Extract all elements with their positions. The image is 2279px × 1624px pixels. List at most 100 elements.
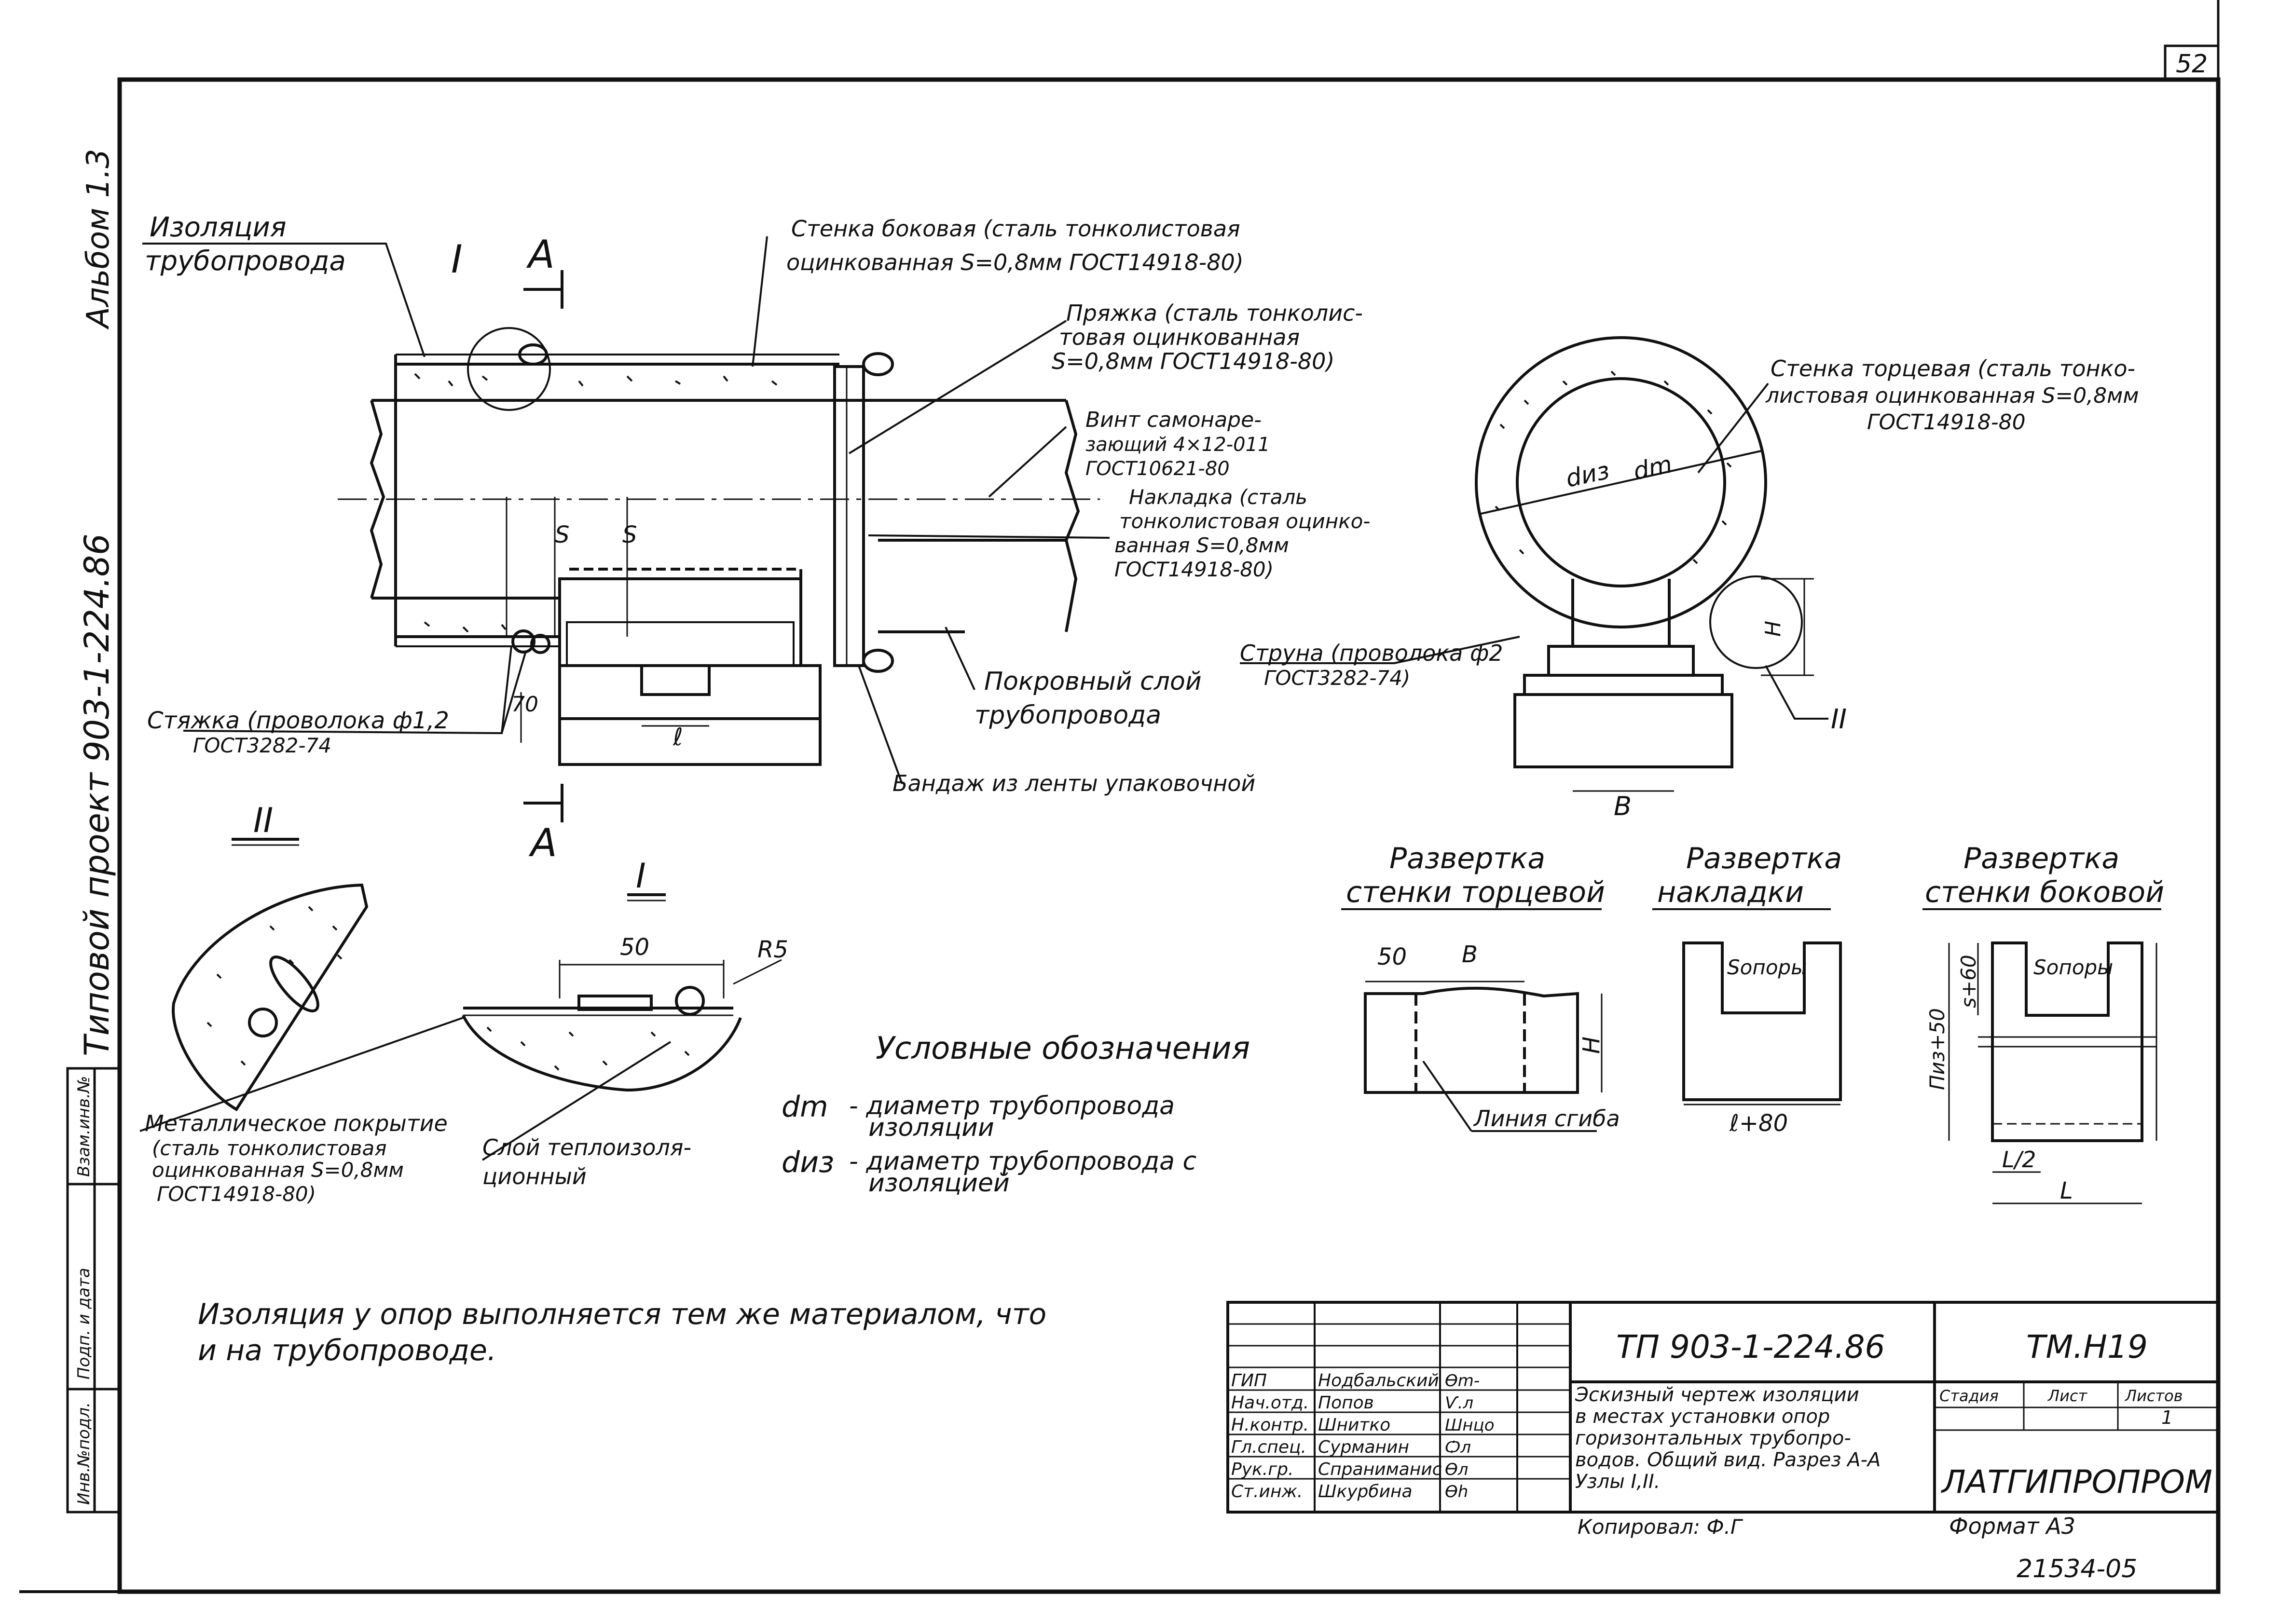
callout-screw-2: зающий 4×12-011 [1085,434,1270,456]
detail-dim-50: 50 [620,934,649,961]
tb-sheets-val: 1 [2161,1407,2173,1428]
dev-end-wall-b: B [1462,941,1478,968]
callout-overlay-1: Накладка (сталь [1129,485,1307,509]
note-line-1: Изоляция у опор выполняется тем же матер… [198,1297,1046,1331]
callout-end-wall-2: листовая оцинкованная S=0,8мм [1765,383,2139,408]
callout-string-2: ГОСТ3282-74) [1264,666,1410,690]
callout-end-wall-3: ГОСТ14918-80 [1867,410,2026,435]
metal-cover-4: ГОСТ14918-80) [157,1182,316,1206]
dev-overlay [1652,908,1842,1105]
mark-s-1: S [555,521,569,548]
dev-end-wall-50: 50 [1377,943,1407,970]
tb-name-1: Нодбальский [1318,1371,1439,1391]
tb-desc-1: Эскизный чертеж изоляции [1575,1384,1859,1406]
tb-name-5: Спраниманис [1318,1460,1442,1479]
callout-screw-3: ГОСТ10621-80 [1085,458,1230,480]
callout-bandage: Бандаж из ленты упаковочной [892,770,1255,796]
label-H-end: H [1761,621,1785,637]
callout-insulation-2: трубопровода [145,246,346,277]
detail-r5: R5 [757,936,788,963]
dev-side-wall-s60: ѕ+60 [1957,955,1980,1008]
legend-diz-text-1: - диаметр трубопровода с [849,1147,1196,1176]
dev-end-wall [1341,908,1603,1132]
metal-cover-1: Металлическое покрытие [145,1110,448,1136]
dim-70: 70 [511,692,538,717]
mark-s-2: S [622,521,637,548]
tb-role-5: Рук.гр. [1231,1460,1293,1479]
callout-overlay-2: тонколистовая оцинко- [1119,509,1370,533]
callout-end-wall-1: Стенка торцевая (сталь тонко- [1771,355,2135,382]
callout-screw-1: Винт самонаре- [1085,408,1262,432]
callout-string-1: Струна (проволока ф2 [1240,640,1503,666]
callout-overlay-3: ванная S=0,8мм [1114,533,1289,557]
callout-cover-2: трубопровода [975,701,1161,730]
left-strip [66,1067,121,1514]
tb-sig-4: Ѻл [1445,1438,1471,1457]
dev-side-wall-l2: L/2 [2002,1146,2036,1173]
dev-end-wall-fold: Линия сгиба [1473,1105,1620,1132]
dev-side-wall-title-2: стенки боковой [1925,875,2164,909]
legend-diz-sym: dиз [782,1146,834,1179]
tb-sheets-hdr: Листов [2125,1387,2183,1405]
project-label: Типовой проект 903-1-224.86 [77,533,117,1056]
note-line-2: и на трубопроводе. [198,1334,496,1367]
format-label: Формат А3 [1949,1513,2075,1539]
tb-name-3: Шнитко [1318,1415,1390,1435]
tb-role-4: Гл.спец. [1231,1437,1306,1457]
strip-inv: Инв.№подл. [74,1402,94,1505]
callout-overlay-4: ГОСТ14918-80) [1114,558,1274,581]
main-pipe-view [142,236,1110,822]
tb-sig-5: Ѳл [1445,1460,1469,1479]
label-I-main: I [451,237,463,282]
dev-side-wall-title-1: Развертка [1963,842,2119,875]
dev-overlay-support: Ѕопоры [1727,955,1807,979]
tb-name-4: Сурманин [1318,1437,1409,1457]
label-B-end: B [1614,791,1632,821]
callout-buckle-2: товая оцинкованная [1059,324,1300,350]
callout-tie-2: ГОСТ3282-74 [193,734,331,757]
dev-overlay-dim: ℓ+80 [1729,1110,1788,1137]
insul-layer-1: Слой теплоизоля- [482,1134,691,1160]
label-II-end: II [1831,704,1847,735]
end-view [1240,336,1828,792]
dev-overlay-title-1: Развертка [1686,842,1842,875]
legend-title: Условные обозначения [876,1031,1250,1066]
tb-name-2: Попов [1318,1393,1374,1413]
tb-name-6: Шкурбина [1318,1482,1413,1501]
callout-buckle-3: S=0,8мм ГОСТ14918-80) [1052,348,1334,374]
tb-stage-hdr: Стадия [1939,1387,1999,1405]
tb-sig-2: Ѵ.л [1445,1393,1473,1413]
tb-role-3: Н.контр. [1231,1415,1309,1435]
dev-side-wall-piz: Пиз+50 [1925,1008,1949,1090]
insul-layer-2: ционный [482,1163,587,1189]
dev-end-wall-title-1: Развертка [1389,842,1545,875]
callout-side-wall-2: оцинкованная S=0,8мм ГОСТ14918-80) [786,249,1244,275]
strip-replace: Взам.инв.№ [74,1076,94,1177]
label-A-bottom: А [528,820,557,865]
tb-desc-4: водов. Общий вид. Разрез А-А [1575,1449,1881,1471]
tb-doc-code: ТП 903-1-224.86 [1616,1328,1885,1365]
tb-sig-6: Ѳh [1445,1482,1468,1501]
tb-org: ЛАТГИПРОПРОМ [1941,1463,2212,1501]
detail-I [139,893,782,1161]
tb-role-6: Ст.инж. [1231,1482,1303,1501]
tb-role-2: Нач.отд. [1231,1393,1309,1413]
tb-desc-3: горизонтальных трубопро- [1575,1427,1851,1449]
legend-diz-text-2: изоляцией [868,1169,1010,1198]
sheet-frame [19,0,2221,1594]
tb-sheet-code: ТМ.Н19 [2026,1328,2148,1365]
tb-role-1: ГИП [1231,1371,1267,1391]
dev-end-wall-h: H [1578,1037,1605,1054]
callout-side-wall-1: Стенка боковая (сталь тонколистовая [791,216,1240,242]
dim-l-main: ℓ [673,723,683,751]
callout-tie-1: Стяжка (проволока ф1,2 [147,707,449,734]
metal-cover-2: (сталь тонколистовая [152,1136,386,1160]
detail-I-title: I [636,856,646,896]
callout-insulation-1: Изоляция [150,212,287,243]
dev-side-wall [1922,908,2161,1204]
label-A-top: А [526,232,555,277]
callout-buckle-1: Пряжка (сталь тонколис- [1066,300,1363,326]
detail-II [172,838,369,1112]
